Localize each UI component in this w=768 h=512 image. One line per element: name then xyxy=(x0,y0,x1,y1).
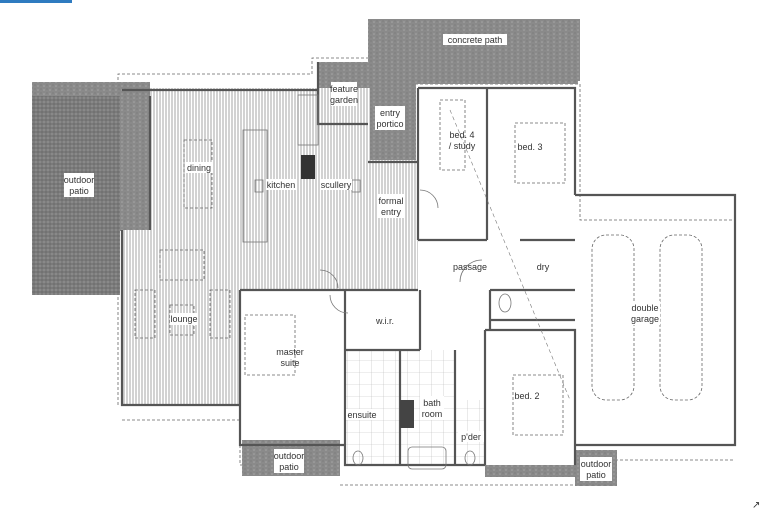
label-feature-garden-2: garden xyxy=(330,95,358,105)
label-wir: w.i.r. xyxy=(375,316,394,326)
roof-line-lower xyxy=(117,215,735,486)
label-scullery: scullery xyxy=(321,180,352,190)
kitchen-bench xyxy=(297,94,319,146)
powder-toilet xyxy=(464,450,476,466)
label-bathroom-1: bath xyxy=(423,398,441,408)
patio-edge xyxy=(32,82,150,96)
label-master-suite-2: suite xyxy=(280,358,299,368)
label-bed2: bed. 2 xyxy=(514,391,539,401)
car-left xyxy=(591,234,635,401)
label-entry-portico-1: entry xyxy=(380,108,401,118)
garden-strip xyxy=(410,62,578,84)
label-feature-garden-1: feature xyxy=(330,84,358,94)
study-desk xyxy=(439,99,466,171)
label-dry: dry xyxy=(537,262,550,272)
laundry-tub xyxy=(498,293,512,313)
armchair-right xyxy=(209,289,231,339)
vanity xyxy=(400,400,414,428)
label-passage: passage xyxy=(453,262,487,272)
label-ensuite: ensuite xyxy=(347,410,376,420)
accent-bar xyxy=(0,0,72,3)
bed2-bed xyxy=(512,374,564,436)
master-bed xyxy=(244,314,296,376)
kitchen-sink xyxy=(254,179,264,193)
bed3-bed xyxy=(514,122,566,184)
car-right xyxy=(659,234,703,401)
armchair-left xyxy=(134,289,156,339)
label-kitchen: kitchen xyxy=(267,180,296,190)
label-bed3: bed. 3 xyxy=(517,142,542,152)
room-labels: concrete path feature garden entry porti… xyxy=(64,34,660,481)
hall-floor xyxy=(240,240,418,290)
dining-table xyxy=(183,139,213,209)
label-concrete-path: concrete path xyxy=(448,35,503,45)
label-formal-entry-2: entry xyxy=(381,207,402,217)
label-double-garage-2: garage xyxy=(631,314,659,324)
label-bed4-2: / study xyxy=(449,141,476,151)
label-outdoor-patio-south-2: patio xyxy=(279,462,299,472)
patio-side-strip xyxy=(120,96,150,231)
label-dining: dining xyxy=(187,163,211,173)
label-formal-entry-1: formal xyxy=(378,196,403,206)
label-outdoor-patio-south-1: outdoor xyxy=(274,451,305,461)
label-entry-portico-2: portico xyxy=(376,119,403,129)
north-arrow-icon: ↗ xyxy=(752,500,760,511)
label-outdoor-patio-east-1: outdoor xyxy=(581,459,612,469)
label-double-garage-1: double xyxy=(631,303,658,313)
label-powder: p'der xyxy=(461,432,481,442)
label-bathroom-2: room xyxy=(422,409,443,419)
cooktop xyxy=(301,155,315,179)
label-outdoor-patio-west-2: patio xyxy=(69,186,89,196)
bathtub xyxy=(407,446,447,470)
lounge-sofa-top xyxy=(159,249,205,281)
label-master-suite-1: master xyxy=(276,347,304,357)
label-outdoor-patio-east-2: patio xyxy=(586,470,606,480)
south-garden-strip xyxy=(485,465,575,477)
label-bed4-1: bed. 4 xyxy=(449,130,474,140)
label-lounge: lounge xyxy=(170,314,197,324)
ensuite-toilet xyxy=(352,450,364,466)
living-floor xyxy=(150,88,370,240)
label-outdoor-patio-west-1: outdoor xyxy=(64,175,95,185)
